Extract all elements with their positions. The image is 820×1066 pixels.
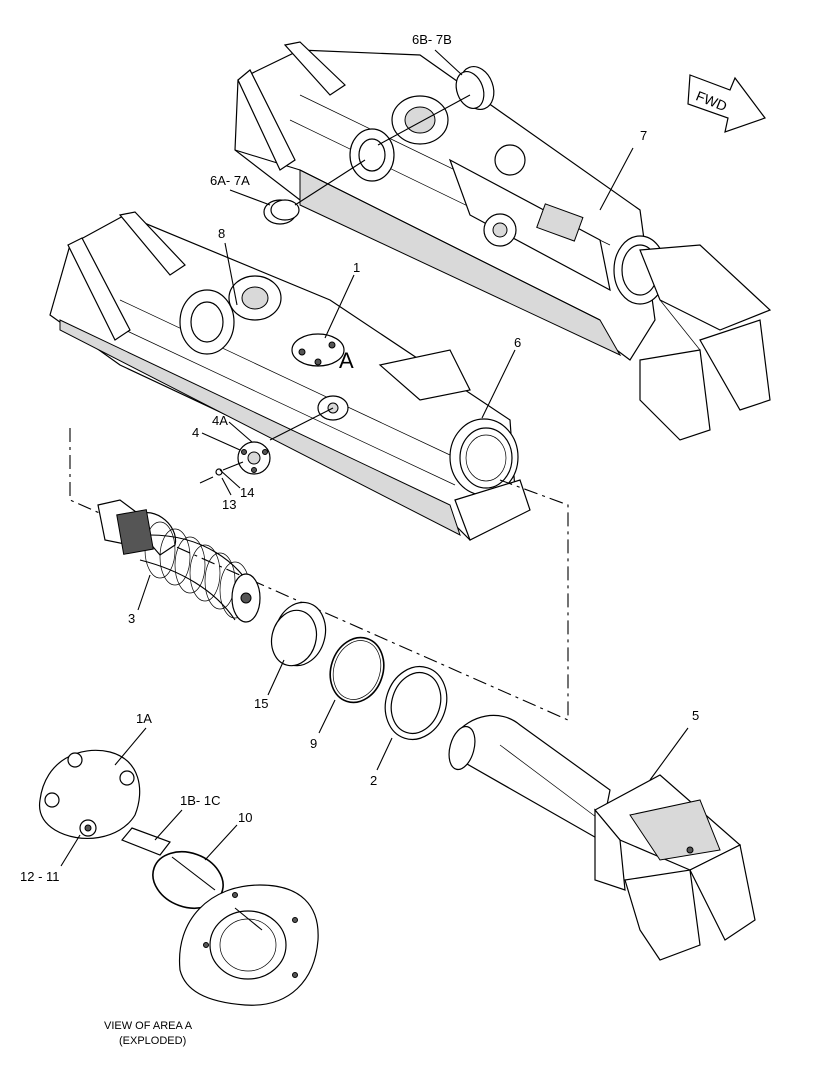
label-2: 2 (370, 773, 377, 788)
label-7: 7 (640, 128, 647, 143)
seal-2 (384, 666, 448, 740)
track-frame-upper (234, 41, 772, 441)
label-5: 5 (692, 708, 699, 723)
label-15: 15 (254, 696, 268, 711)
recoil-spring-3 (97, 499, 261, 623)
exploded-view-boundary (69, 428, 569, 721)
label-6a-7a: 6A- 7A (210, 173, 250, 188)
idler-yoke-5 (448, 714, 756, 961)
label-9: 9 (310, 736, 317, 751)
label-6b-7b: 6B- 7B (412, 32, 452, 47)
cover-base-flange (178, 884, 319, 1006)
label-10: 10 (238, 810, 252, 825)
view-caption-line2: (EXPLODED) (119, 1035, 186, 1047)
ring-15 (270, 601, 327, 667)
label-14: 14 (240, 485, 254, 500)
label-3: 3 (128, 611, 135, 626)
hub-assembly-4 (199, 407, 334, 484)
leader-lines (60, 49, 689, 931)
label-area-a: A (339, 348, 354, 373)
label-1a: 1A (136, 711, 152, 726)
label-8: 8 (218, 226, 225, 241)
label-12-11: 12 - 11 (20, 869, 60, 884)
seal-9 (329, 636, 385, 704)
view-caption-line1: VIEW OF AREA A (104, 1020, 193, 1032)
label-13: 13 (222, 497, 236, 512)
label-4a: 4A (212, 413, 228, 428)
cover-1a (38, 749, 141, 839)
label-6: 6 (514, 335, 521, 350)
bushing-6a-7a (263, 159, 366, 225)
label-1b-1c: 1B- 1C (180, 793, 220, 808)
bushing-6b-7b (377, 66, 495, 146)
shim-1b-1c (121, 827, 171, 856)
forward-direction-arrow-icon: FWD (687, 74, 766, 133)
label-1: 1 (353, 260, 360, 275)
label-4: 4 (192, 425, 199, 440)
track-frame-lower (49, 211, 531, 541)
